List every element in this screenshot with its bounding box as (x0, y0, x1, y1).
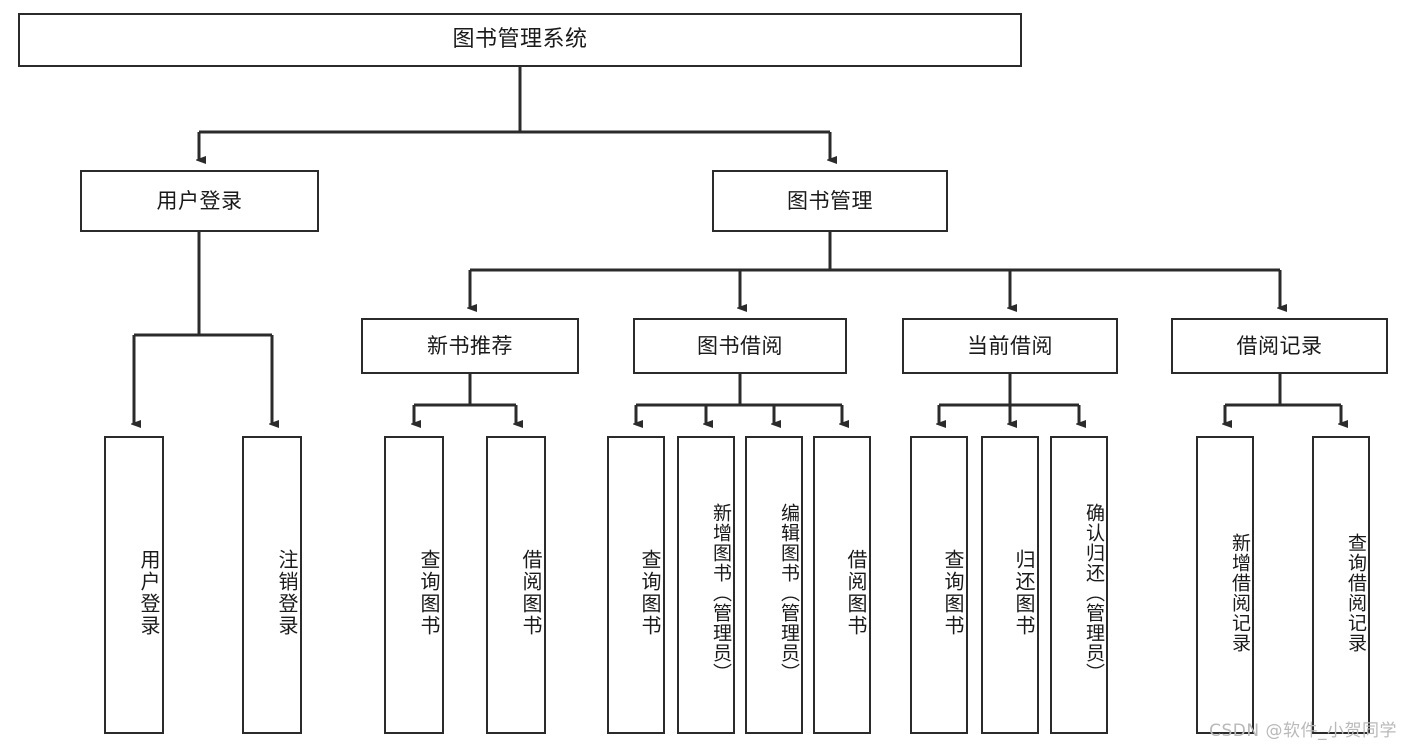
leaf-borrow-borrow-book[interactable]: 借阅图书 (813, 436, 871, 734)
node-borrow-record[interactable]: 借阅记录 (1171, 318, 1388, 374)
leaf-borrow-query-book[interactable]: 查询图书 (607, 436, 665, 734)
watermark-credit: CSDN @软件_小贺同学 (1209, 721, 1397, 741)
node-book-management[interactable]: 图书管理 (712, 170, 948, 232)
leaf-record-add-record[interactable]: 新增借阅记录 (1196, 436, 1254, 734)
node-new-book-recommend[interactable]: 新书推荐 (361, 318, 579, 374)
node-book-borrow[interactable]: 图书借阅 (633, 318, 847, 374)
leaf-borrow-add-book-admin[interactable]: 新增图书（管理员） (677, 436, 735, 734)
leaf-borrow-edit-book-admin[interactable]: 编辑图书（管理员） (745, 436, 803, 734)
leaf-current-query-book[interactable]: 查询图书 (910, 436, 968, 734)
node-user-login[interactable]: 用户登录 (80, 170, 319, 232)
node-current-borrow[interactable]: 当前借阅 (902, 318, 1118, 374)
leaf-recommend-borrow-book[interactable]: 借阅图书 (486, 436, 546, 734)
leaf-user-login-login[interactable]: 用户登录 (104, 436, 164, 734)
leaf-current-confirm-return-admin[interactable]: 确认归还（管理员） (1050, 436, 1108, 734)
leaf-current-return-book[interactable]: 归还图书 (981, 436, 1039, 734)
node-root-system[interactable]: 图书管理系统 (18, 13, 1022, 67)
leaf-record-query-record[interactable]: 查询借阅记录 (1312, 436, 1370, 734)
leaf-recommend-query-book[interactable]: 查询图书 (384, 436, 444, 734)
leaf-user-login-logout[interactable]: 注销登录 (242, 436, 302, 734)
